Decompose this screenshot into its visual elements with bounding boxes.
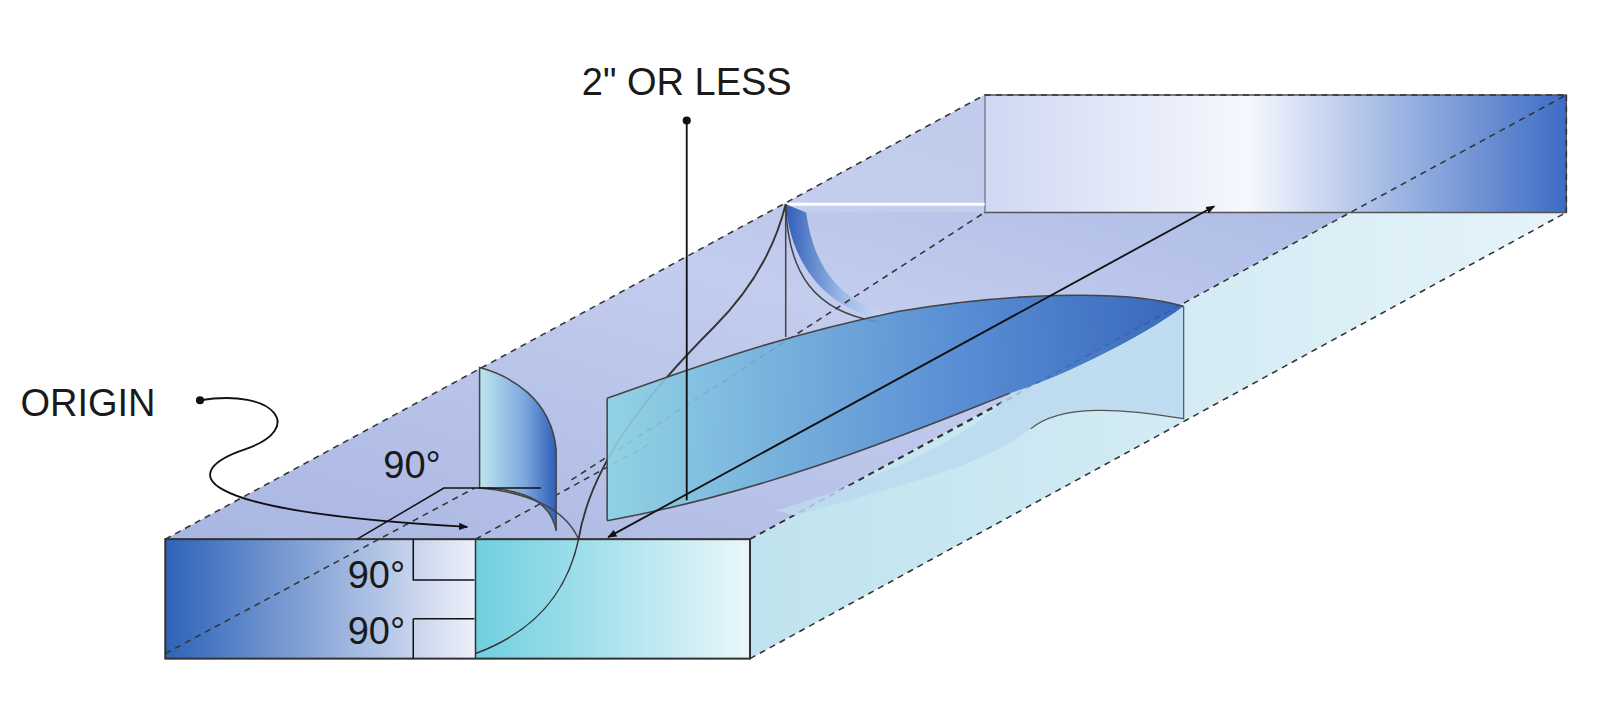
dimension-label: 2" OR LESS — [582, 63, 792, 101]
angle-label: 90° — [348, 556, 405, 594]
angle-label: 90° — [383, 446, 440, 484]
origin-label: ORIGIN — [20, 384, 155, 422]
angle-label: 90° — [348, 612, 405, 650]
